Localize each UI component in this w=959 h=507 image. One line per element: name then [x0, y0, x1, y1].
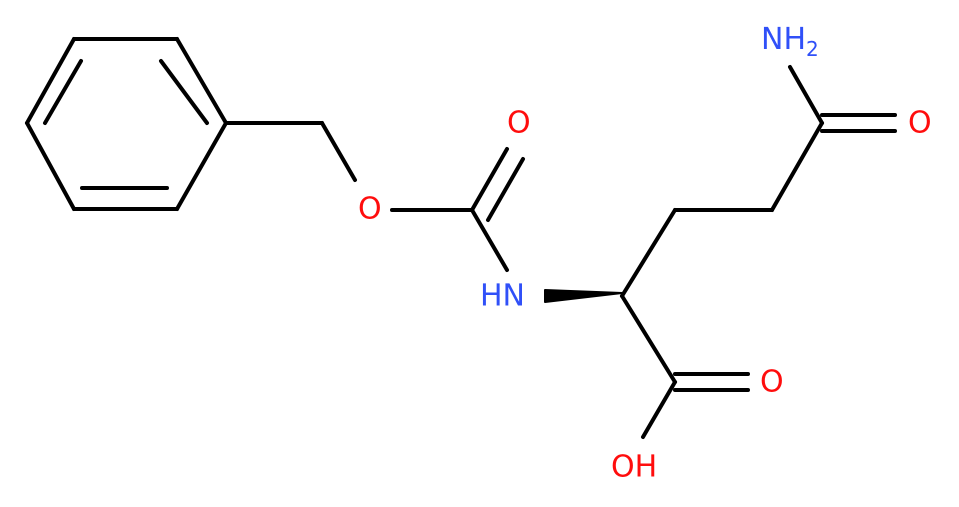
wedge-bond-stereo — [544, 289, 623, 303]
benzene-ring — [25, 37, 228, 211]
atom-label-acid-carbonyl-o: O — [760, 365, 784, 400]
atom-label-acid-oh: OH — [611, 450, 657, 485]
ring-bond-4 — [175, 121, 228, 211]
atom-label-amide-n: NH2 — [761, 22, 819, 61]
bond-alpha-cb — [620, 208, 677, 298]
atom-label-amide-o: O — [908, 106, 932, 141]
bond-acid-coh — [641, 380, 677, 439]
bond-alpha-carboxyl — [620, 294, 677, 384]
atom-label-ester-o: O — [358, 192, 382, 227]
atom-label-carbamate-carbonyl-o: O — [507, 106, 531, 141]
atom-label-carbamate-nh: HN — [480, 279, 525, 314]
ring-bond-6 — [25, 121, 76, 211]
bond-carbamate-co-1 — [470, 147, 509, 212]
ring-inner-bond-a — [43, 59, 83, 125]
bond-cg-cd — [770, 121, 824, 212]
ring-bond-1 — [25, 37, 76, 125]
ring-inner-bond-b — [159, 59, 209, 125]
bond-amide-cn — [788, 65, 824, 125]
bond-carbonyl-nh — [470, 208, 509, 272]
bond-carbamate-co-2 — [486, 157, 525, 222]
ring-bond-3 — [175, 37, 228, 125]
bond-ch2-ester-o — [320, 121, 357, 182]
